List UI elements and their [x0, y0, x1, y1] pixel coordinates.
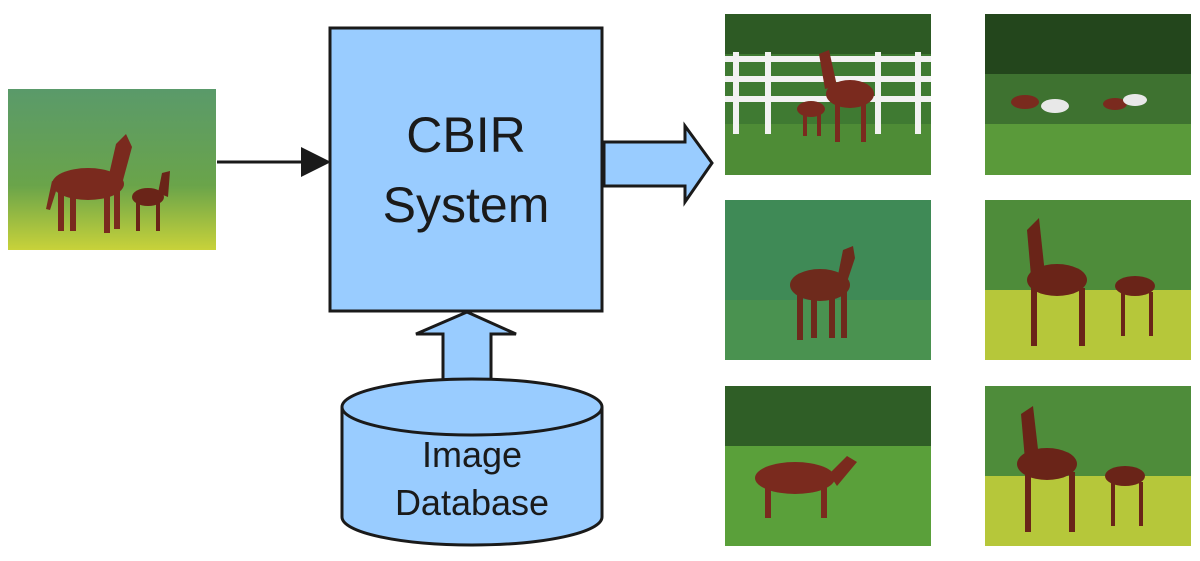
database-label-line2: Database [395, 482, 549, 523]
result-single-horse-grass [725, 200, 931, 360]
system-label-line1: CBIR [406, 107, 525, 163]
database-to-system-arrow [415, 310, 517, 387]
system-label-line2: System [383, 177, 550, 233]
cbir-system-box [328, 26, 604, 313]
result-horse-in-tall-grass [725, 386, 931, 546]
database-label-line1: Image [422, 434, 522, 475]
system-to-results-arrow [602, 121, 714, 207]
horse-icon [797, 50, 874, 142]
result-horses-by-fence [725, 14, 931, 175]
result-horses-running [985, 14, 1191, 175]
horse-icon [755, 456, 857, 518]
result-mare-and-foal-2 [985, 386, 1191, 546]
image-database-cylinder [340, 377, 604, 547]
horse-icon [1017, 406, 1145, 532]
horse-icon [1011, 94, 1147, 113]
result-mare-and-foal-1 [985, 200, 1191, 360]
foal-icon [132, 171, 170, 231]
horse-icon [1027, 218, 1155, 346]
query-horse-photo [8, 89, 216, 250]
horse-icon [46, 134, 132, 233]
horse-icon [790, 246, 855, 340]
